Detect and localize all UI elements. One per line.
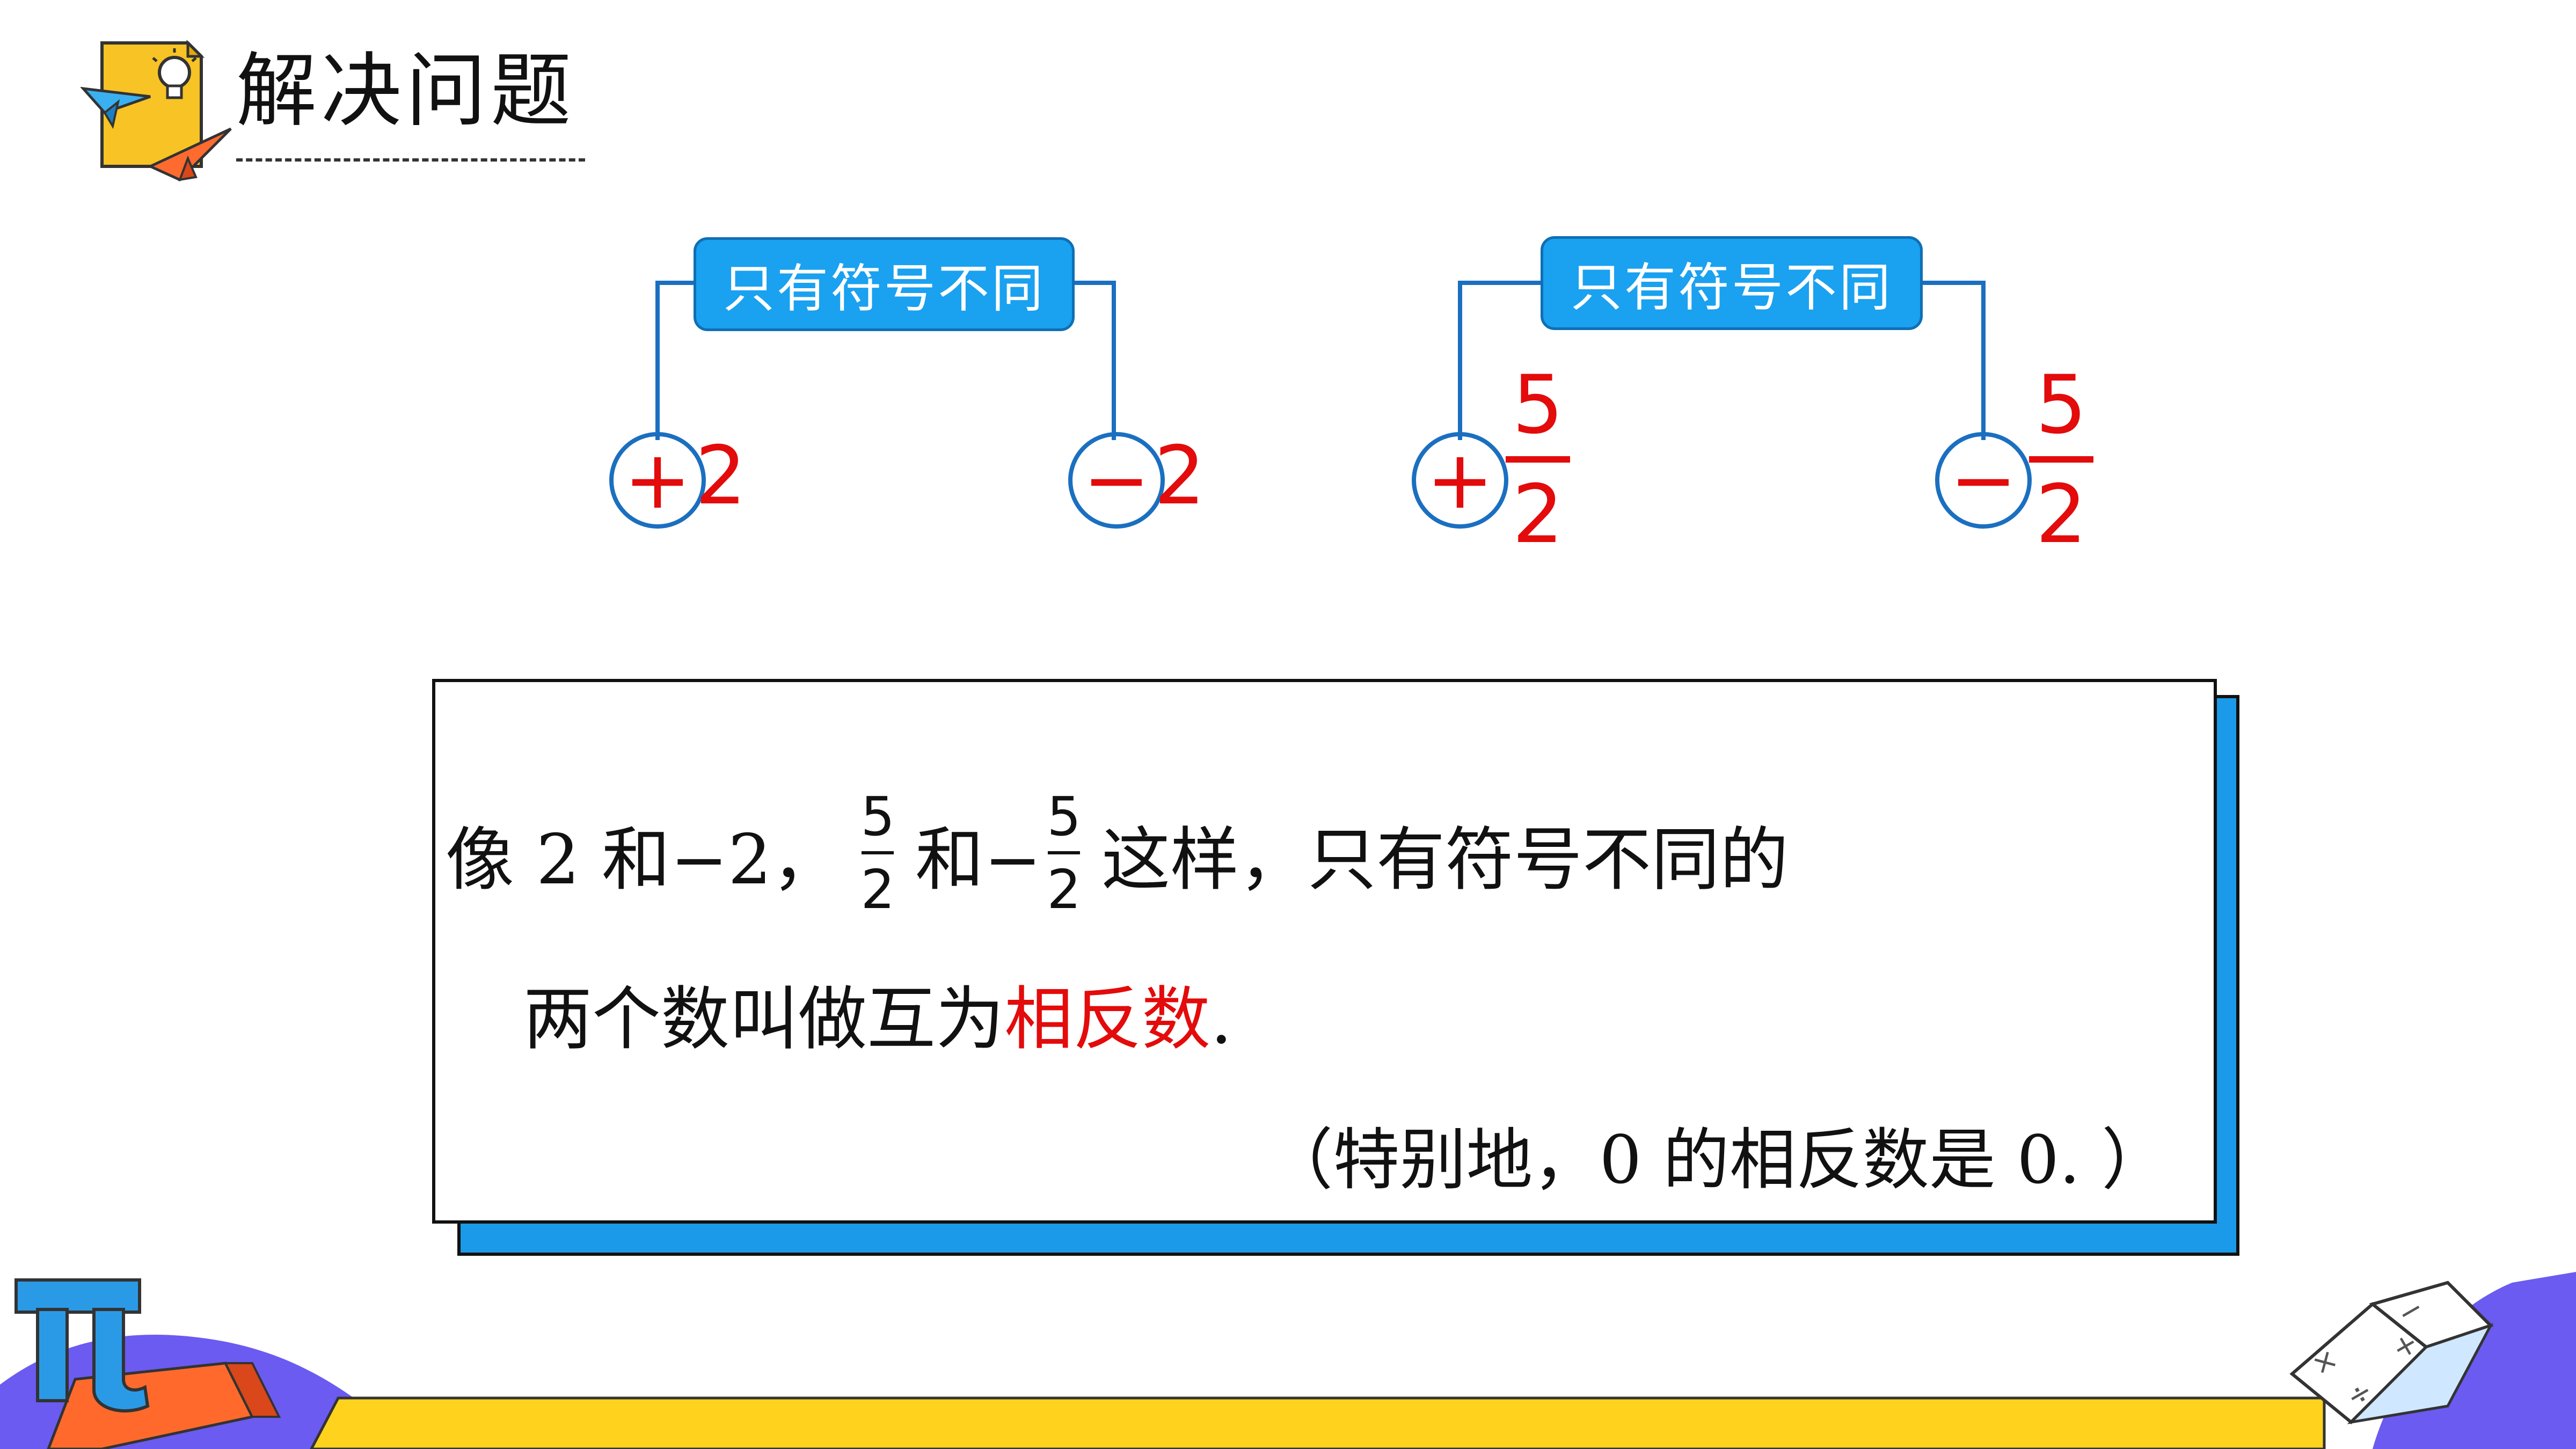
title-underline [236, 158, 585, 162]
definition-text: 和− [915, 819, 1042, 900]
lightbulb-paper-plane-icon [81, 39, 232, 181]
tag-sign-only-different: 只有符号不同 [694, 237, 1075, 331]
fraction-denominator: 2 [860, 858, 895, 921]
definition-text: 像 2 和−2， [446, 819, 841, 900]
key-term-opposite-numbers: 相反数 [1004, 979, 1211, 1059]
fraction-numerator: 5 [860, 785, 895, 848]
definition-line-1: 像 2 和−2， 5 2 和− 5 2 这样，只有符号不同的 [446, 786, 1789, 920]
negative-value: 2 [1154, 429, 1206, 523]
definition-box [432, 679, 2217, 1224]
plus-sign-circle: + [609, 432, 706, 529]
pi-icon [14, 1278, 150, 1413]
fraction-bar [1506, 456, 1570, 463]
fraction-denominator: 2 [1512, 468, 1564, 561]
minus-sign-circle: − [1935, 432, 2032, 529]
fraction-bar [2029, 456, 2093, 463]
definition-period: . [1210, 979, 1232, 1059]
footer-decoration: × ÷ − + [0, 1272, 2576, 1449]
open-book-icon: × ÷ − + [2289, 1280, 2494, 1425]
plus-sign-circle: + [1412, 432, 1508, 529]
fraction-numerator: 5 [1047, 785, 1082, 848]
definition-text: 这样，只有符号不同的 [1101, 819, 1789, 900]
fraction-bar [1048, 851, 1081, 854]
fraction-bar [862, 851, 894, 854]
tag-sign-only-different: 只有符号不同 [1541, 236, 1923, 330]
inline-fraction: 5 2 [861, 790, 895, 917]
fraction-numerator: 5 [1512, 358, 1564, 452]
fraction-denominator: 2 [2035, 468, 2087, 561]
special-case-note: （特别地，0 的相反数是 0. ） [1266, 1122, 2168, 1199]
definition-text: 两个数叫做互为 [523, 979, 1005, 1059]
inline-fraction: 5 2 [1047, 790, 1081, 917]
minus-sign-circle: − [1068, 432, 1165, 529]
positive-value: 2 [695, 429, 747, 523]
negative-fraction: 5 2 [2029, 365, 2093, 555]
fraction-denominator: 2 [1047, 858, 1082, 921]
page-title: 解决问题 [236, 45, 576, 138]
definition-line-2: 两个数叫做互为相反数. [523, 963, 1232, 1063]
positive-fraction: 5 2 [1506, 365, 1570, 555]
fraction-numerator: 5 [2035, 358, 2087, 452]
